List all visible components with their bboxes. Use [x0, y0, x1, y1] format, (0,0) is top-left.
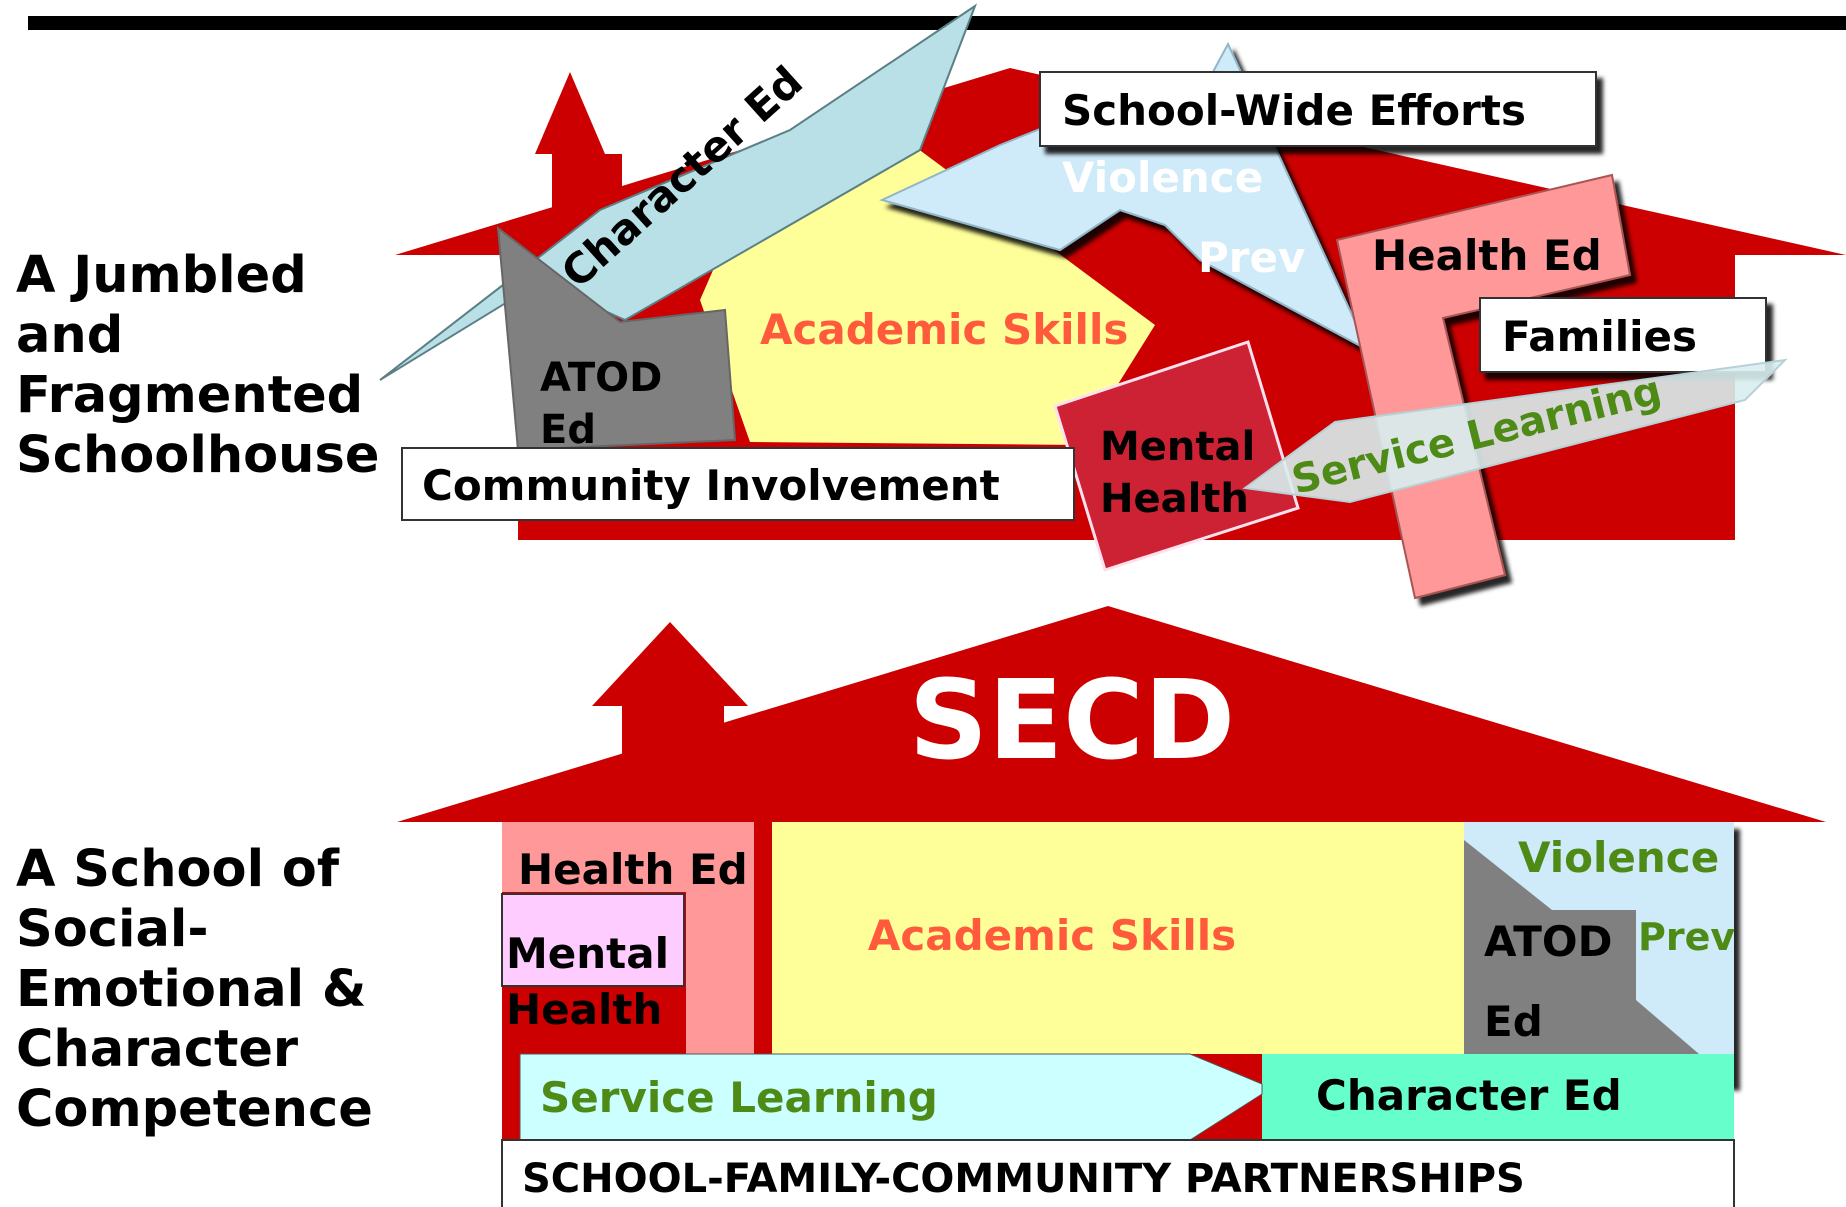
jumbled-schoolhouse: Academic Skills Character Ed ATOD Ed Vio… — [379, 3, 1846, 600]
bottom-academic-label: Academic Skills — [868, 911, 1236, 960]
school-wide-efforts-label: School-Wide Efforts — [1062, 86, 1526, 135]
partnerships-bar — [501, 1139, 1735, 1207]
community-involvement-box — [401, 447, 1075, 521]
top-side-line-1: A Jumbled — [16, 246, 307, 305]
top-prev-label: Prev — [1198, 233, 1305, 282]
bottom-service-learning-label: Service Learning — [540, 1073, 938, 1122]
top-mental-health-shape — [1053, 340, 1300, 572]
top-side-line-3: Fragmented — [16, 366, 364, 425]
top-health-ed-label: Health Ed — [1372, 231, 1602, 280]
top-chimney-roof — [535, 72, 605, 154]
bottom-atod-label-1: ATOD — [1484, 917, 1612, 966]
bottom-side-line-2: Social- — [16, 900, 209, 959]
bottom-side-line-5: Competence — [16, 1080, 373, 1139]
top-violence-label: Violence — [1062, 153, 1263, 202]
bottom-side-line-4: Character — [16, 1020, 299, 1079]
top-mental-label-2: Health — [1100, 476, 1249, 522]
bottom-side-line-3: Emotional & — [16, 960, 367, 1019]
top-side-label: A Jumbled and Fragmented Schoolhouse — [16, 246, 379, 486]
bottom-violence-label: Violence — [1518, 833, 1719, 882]
bottom-mental-box — [501, 893, 685, 987]
bottom-house-roof — [397, 606, 1826, 822]
top-atod-label-2: Ed — [540, 407, 596, 453]
top-mental-label-1: Mental — [1100, 424, 1255, 470]
bottom-character-ed-label: Character Ed — [1316, 1071, 1622, 1120]
top-side-line-2: and — [16, 306, 124, 365]
bottom-chimney-roof — [592, 622, 748, 706]
bottom-character-ed-block — [1262, 1054, 1734, 1140]
secd-title: SECD — [909, 656, 1235, 784]
secd-schoolhouse: SECD Health Ed Mental Health Academic Sk… — [397, 606, 1826, 1207]
bottom-mental-label-1: Mental — [506, 929, 669, 978]
bottom-mental-label-2: Health — [506, 985, 662, 1034]
bottom-health-ed-label: Health Ed — [518, 845, 748, 894]
families-label: Families — [1502, 312, 1697, 361]
families-box — [1479, 297, 1767, 373]
school-wide-efforts-box — [1039, 71, 1597, 147]
top-atod-label-1: ATOD — [540, 355, 662, 401]
bottom-side-label: A School of Social- Emotional & Characte… — [16, 840, 373, 1140]
bottom-prev-label: Prev — [1638, 915, 1735, 959]
top-atod-shape — [496, 225, 737, 452]
bottom-atod-label-2: Ed — [1484, 997, 1543, 1046]
top-health-ed-shape — [1335, 173, 1632, 600]
top-side-line-4: Schoolhouse — [16, 426, 380, 485]
top-academic-label: Academic Skills — [760, 305, 1128, 354]
partnerships-label: SCHOOL-FAMILY-COMMUNITY PARTNERSHIPS — [522, 1156, 1525, 1202]
bottom-side-line-1: A School of — [16, 840, 340, 899]
bottom-academic-block — [772, 822, 1464, 1054]
bottom-service-red-strip — [502, 1054, 520, 1140]
top-service-learning-arrow — [1242, 358, 1788, 504]
bottom-atod-block — [1464, 840, 1734, 1084]
community-involvement-label: Community Involvement — [422, 461, 1000, 510]
top-rule — [28, 16, 1846, 30]
